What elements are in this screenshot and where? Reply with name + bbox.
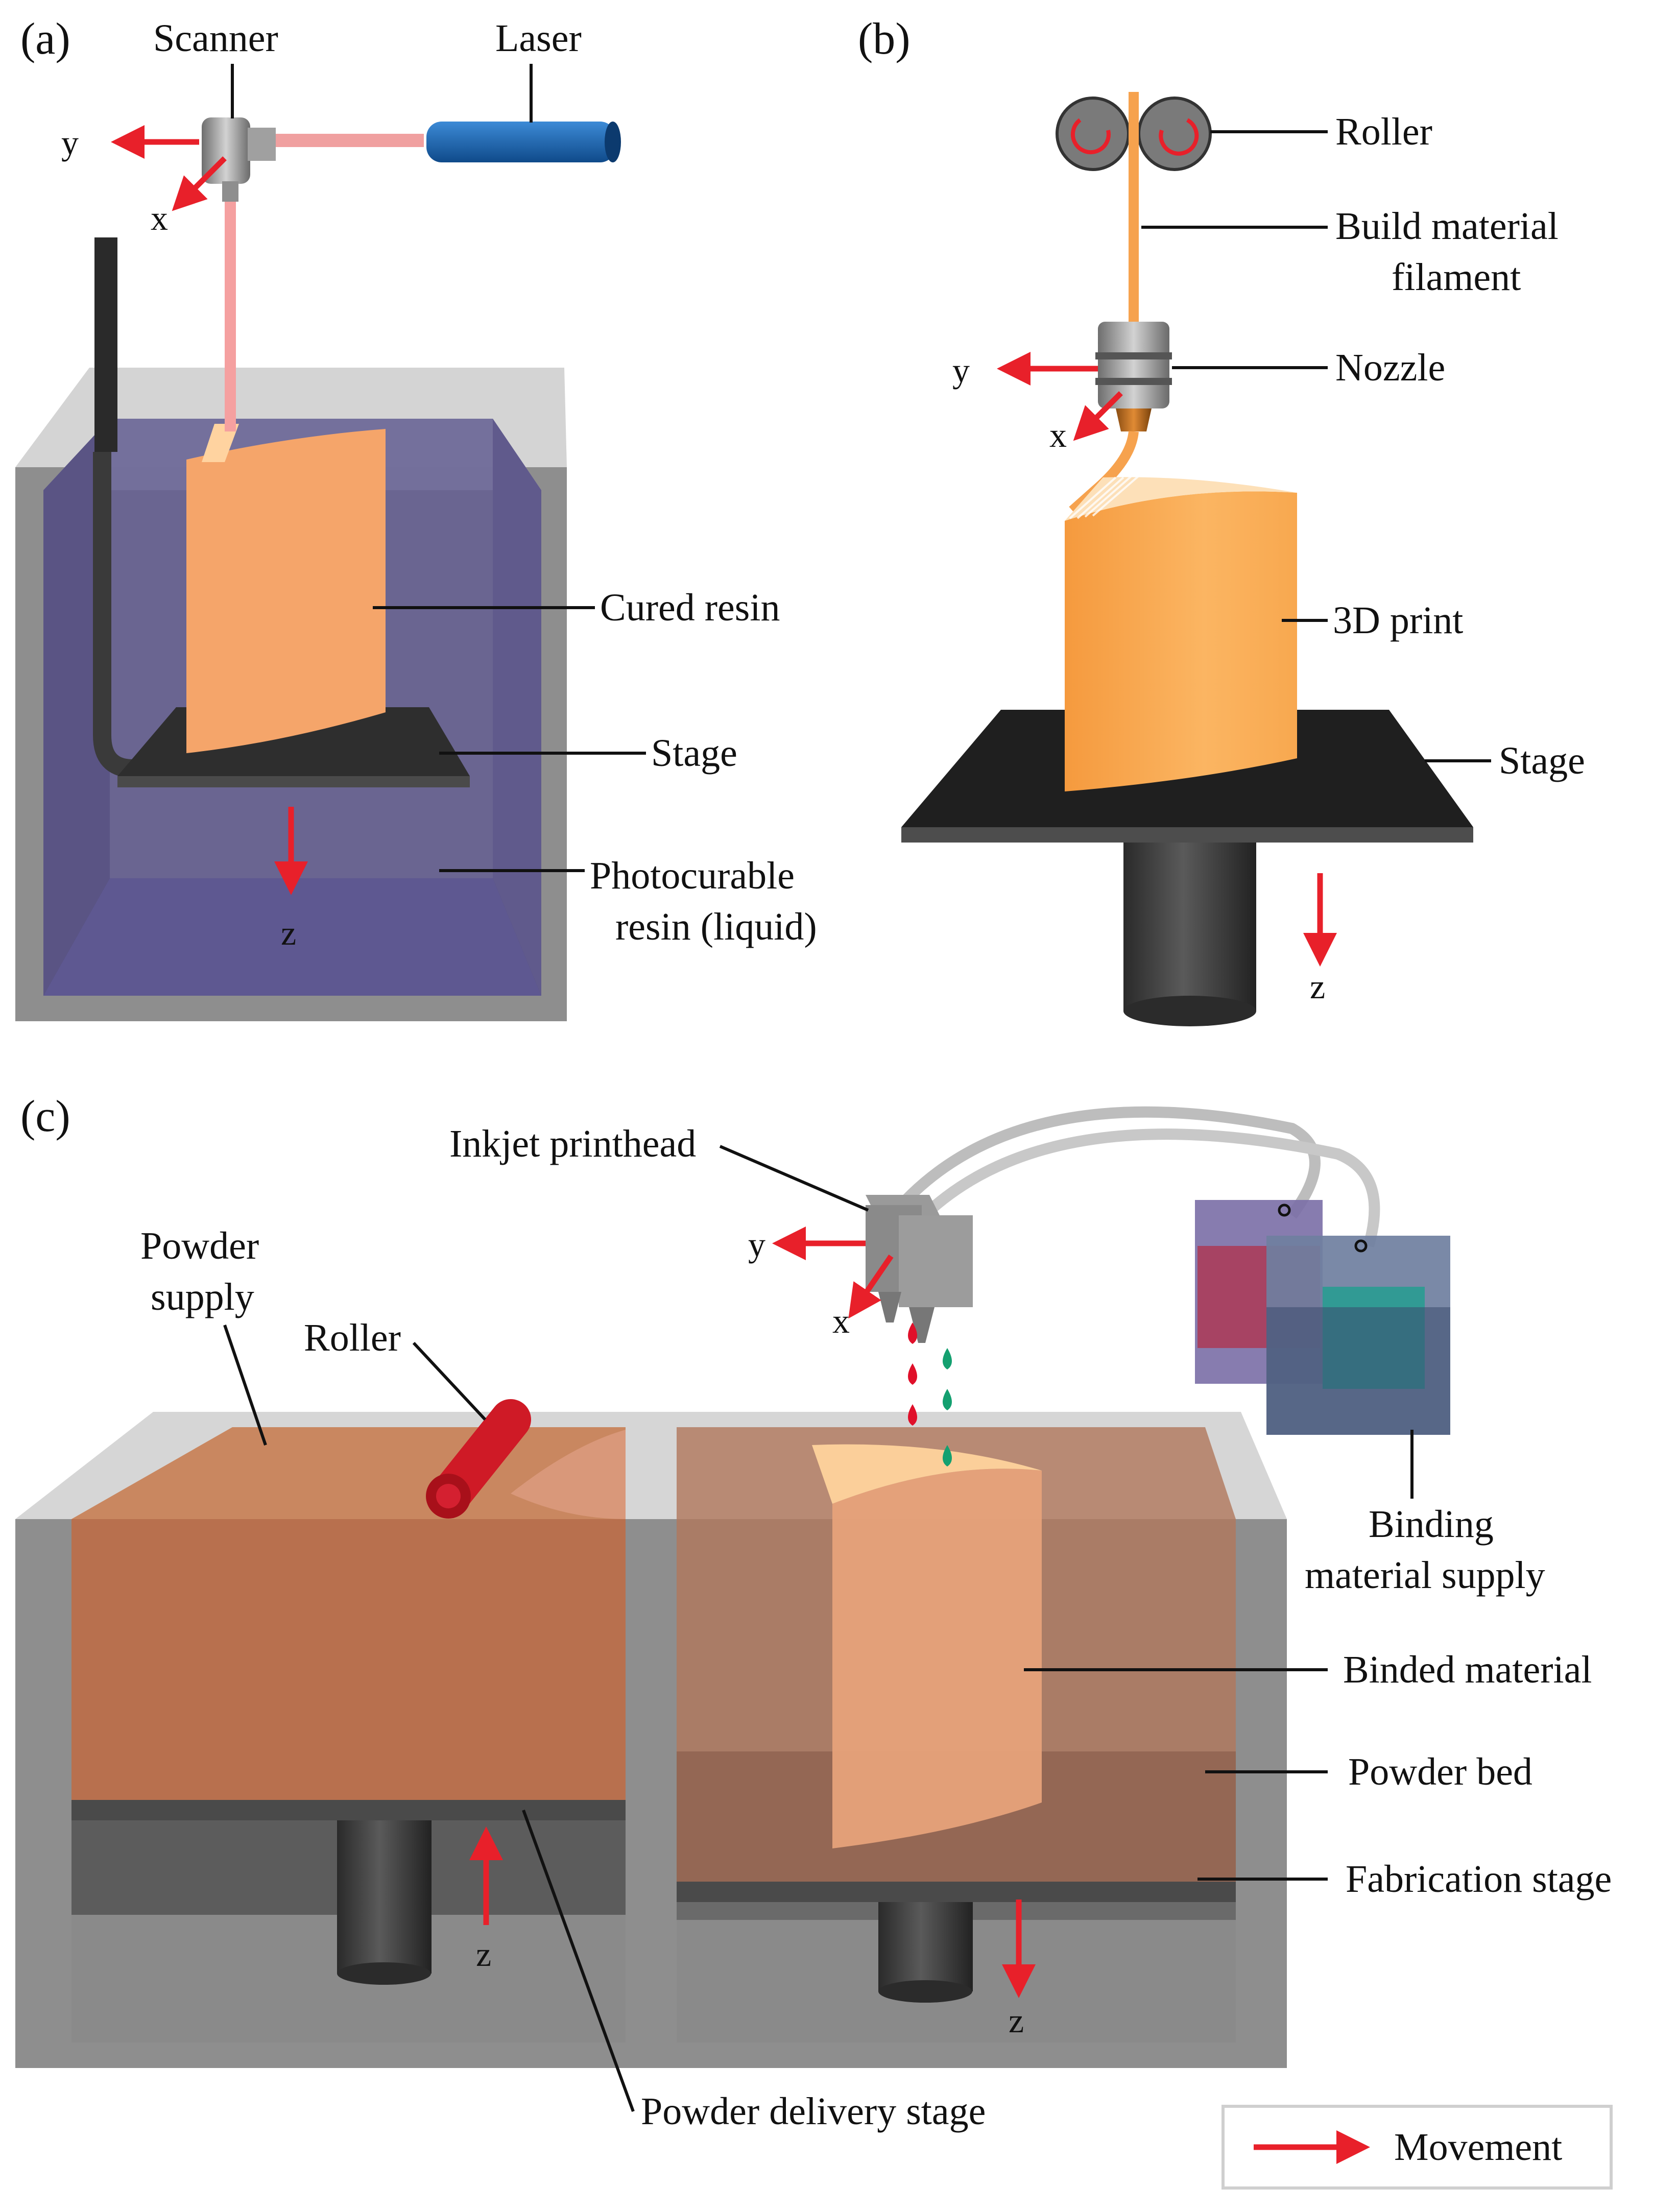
printhead-label: Inkjet printhead: [449, 1122, 696, 1165]
binding-label-line1: Binding: [1369, 1503, 1494, 1546]
left-roller-icon: [1056, 97, 1130, 171]
legend-movement-label: Movement: [1394, 2126, 1562, 2169]
powder-supply-label-line2: supply: [151, 1276, 254, 1318]
z-axis-label-c-right: z: [1009, 2001, 1024, 2040]
axes-c: y x z z: [469, 1225, 1036, 2040]
fab-stage-label: Fabrication stage: [1346, 1858, 1612, 1901]
filament: [1129, 92, 1139, 327]
binding-supply: [1195, 1200, 1450, 1435]
powder-bed-label: Powder bed: [1348, 1750, 1532, 1793]
binding-label-line2: material supply: [1305, 1554, 1545, 1597]
x-arrow-c: [848, 1254, 894, 1319]
panel-a: (a): [15, 14, 817, 1021]
panel-a-tag: (a): [20, 14, 70, 64]
cured-resin-label: Cured resin: [600, 586, 780, 629]
binded-label: Binded material: [1343, 1648, 1592, 1691]
3d-print: [1065, 475, 1297, 791]
inkjet-printhead-icon: [866, 1195, 973, 1343]
panel-b-tag: (b): [858, 14, 911, 64]
roller-c-icon: [426, 1399, 531, 1519]
roller-c-label: Roller: [304, 1316, 401, 1359]
laser-icon: [426, 122, 621, 162]
x-axis-label-a: x: [151, 199, 168, 237]
nozzle-icon: [1095, 322, 1172, 431]
powder-supply-label-line1: Powder: [140, 1224, 259, 1267]
axes-b: y x z: [952, 351, 1337, 1006]
stage-a-label: Stage: [651, 732, 737, 775]
panel-b: (b): [858, 14, 1585, 1026]
printhead-leader: [719, 1145, 869, 1212]
y-axis-label-c: y: [748, 1225, 765, 1264]
x-arrow-b: [1073, 391, 1123, 441]
axes-a: y x z: [61, 123, 308, 952]
laser-label: Laser: [495, 17, 582, 60]
panel-c: (c): [15, 1092, 1612, 2133]
z-axis-label-a: z: [281, 913, 296, 952]
laser-beam: [225, 134, 424, 431]
delivery-stage-label: Powder delivery stage: [641, 2090, 986, 2133]
tubes: [894, 1106, 1380, 1248]
resin-label-line1: Photocurable: [590, 854, 795, 897]
binded-material: [812, 1444, 1042, 1848]
delivery-stage-leader: [522, 1809, 635, 2112]
filament-label-line2: filament: [1392, 256, 1521, 299]
right-roller-icon: [1137, 97, 1212, 171]
x-axis-label-b: x: [1049, 416, 1067, 454]
print-label: 3D print: [1333, 599, 1463, 642]
powder-supply-leader: [223, 1325, 267, 1446]
resin-label-line2: resin (liquid): [615, 905, 817, 948]
panel-c-tag: (c): [20, 1092, 70, 1141]
z-axis-label-c-left: z: [476, 1935, 491, 1974]
z-axis-label-b: z: [1310, 967, 1325, 1006]
x-arrow-a: [172, 156, 227, 211]
roller-c-leader: [412, 1341, 487, 1421]
legend: Movement: [1221, 2105, 1613, 2190]
y-axis-label-b: y: [952, 351, 970, 390]
x-axis-label-c: x: [832, 1302, 850, 1340]
filament-label-line1: Build material: [1335, 205, 1559, 248]
nozzle-label: Nozzle: [1335, 346, 1445, 389]
stage-b-label: Stage: [1499, 739, 1585, 782]
ink-drops: [908, 1323, 952, 1466]
roller-b-label: Roller: [1335, 110, 1432, 153]
roller-pair: [1056, 97, 1212, 171]
scanner-label: Scanner: [153, 17, 278, 60]
cured-resin-part: [186, 424, 386, 753]
y-axis-label-a: y: [61, 123, 79, 162]
scanner-icon: [202, 117, 276, 202]
